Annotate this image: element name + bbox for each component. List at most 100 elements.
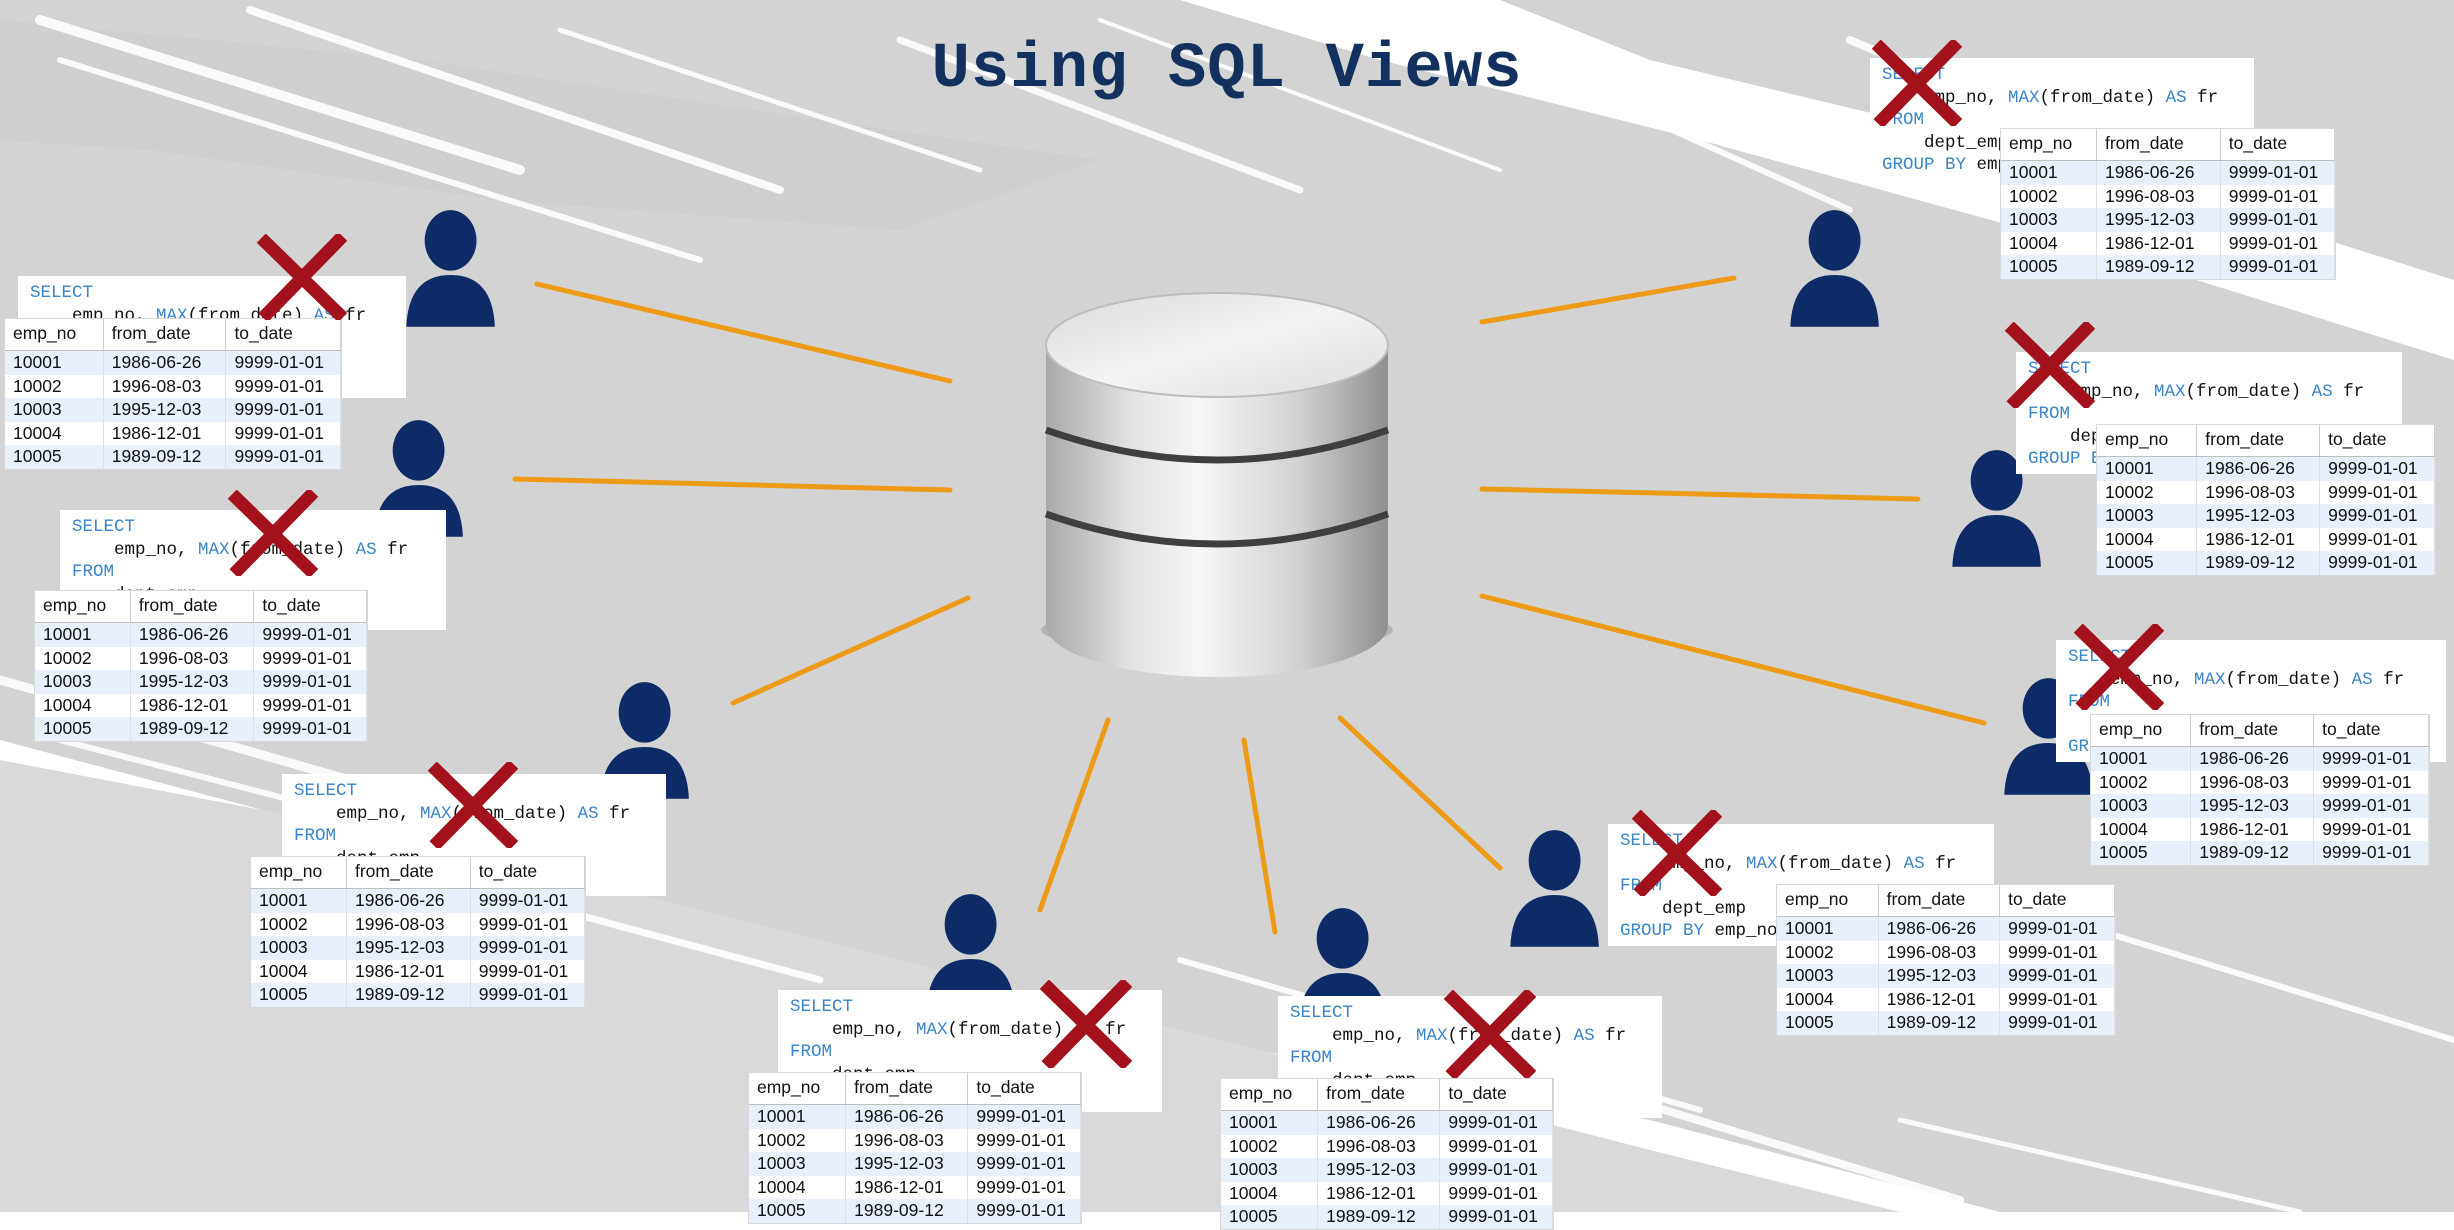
table-cell: 9999-01-01 xyxy=(470,936,586,960)
sql-keyword: AS xyxy=(1573,1025,1595,1046)
column-header: emp_no xyxy=(5,319,104,351)
column-header: to_date xyxy=(967,1073,1081,1105)
table-cell: 9999-01-01 xyxy=(253,646,367,670)
table-cell: 9999-01-01 xyxy=(2220,208,2336,232)
sql-text: fr xyxy=(1094,1019,1127,1040)
table-cell: 1996-08-03 xyxy=(130,646,255,670)
sql-line: SELECT xyxy=(790,996,1152,1019)
sql-line: SELECT xyxy=(1290,1002,1652,1025)
table-cell: 9999-01-01 xyxy=(1999,964,2115,988)
table-cell: 10004 xyxy=(749,1175,847,1199)
table-cell: 10003 xyxy=(1777,964,1879,988)
table-cell: 1995-12-03 xyxy=(1878,964,2001,988)
table-cell: 10003 xyxy=(35,670,131,694)
table-cell: 10002 xyxy=(1777,940,1879,964)
connector-line xyxy=(730,595,971,706)
table-cell: 9999-01-01 xyxy=(2220,255,2336,279)
sql-line: SELECT xyxy=(30,282,396,305)
table-cell: 9999-01-01 xyxy=(2313,817,2429,841)
sql-keyword: FROM xyxy=(790,1042,833,1062)
sql-keyword: SELECT xyxy=(790,997,854,1017)
table-cell: 10003 xyxy=(749,1152,847,1176)
table-cell: 10005 xyxy=(1777,1011,1879,1035)
column-header: to_date xyxy=(470,857,586,889)
connector-line xyxy=(1337,715,1503,871)
sql-keyword: GROUP BY xyxy=(1620,921,1705,941)
table-cell: 10005 xyxy=(35,717,131,741)
sql-keyword: MAX xyxy=(2154,381,2186,402)
table-cell: 10005 xyxy=(1221,1205,1319,1229)
column-header: from_date xyxy=(103,319,227,351)
table-cell: 1986-12-01 xyxy=(130,693,255,717)
sql-line: FROM xyxy=(72,561,436,584)
column-header: from_date xyxy=(346,857,471,889)
sql-text: (from_date) xyxy=(947,1019,1074,1040)
sql-line: FROM xyxy=(1290,1047,1652,1070)
table-cell: 1996-08-03 xyxy=(845,1128,969,1152)
sql-keyword: MAX xyxy=(2008,87,2040,108)
table-cell: 10004 xyxy=(2097,527,2198,551)
table-cell: 1986-06-26 xyxy=(130,622,255,647)
table-cell: 1986-12-01 xyxy=(103,421,227,445)
table-cell: 1986-12-01 xyxy=(1878,987,2001,1011)
table-cell: 1989-09-12 xyxy=(2196,551,2321,575)
sql-text: fr xyxy=(376,539,409,560)
table-cell: 1989-09-12 xyxy=(2096,255,2221,279)
table-cell: 9999-01-01 xyxy=(225,398,341,422)
column-header: emp_no xyxy=(2091,715,2192,747)
table-cell: 9999-01-01 xyxy=(2220,184,2336,208)
sql-line: FROM xyxy=(2028,403,2392,426)
sql-keyword: MAX xyxy=(420,803,452,824)
table-cell: 10001 xyxy=(1777,916,1879,941)
table-cell: 1986-06-26 xyxy=(2196,456,2321,481)
column-header: emp_no xyxy=(1221,1079,1319,1111)
column-header: to_date xyxy=(253,591,367,623)
table-cell: 9999-01-01 xyxy=(967,1128,1081,1152)
table-cell: 9999-01-01 xyxy=(253,622,367,647)
cross-icon xyxy=(256,234,348,320)
sql-keyword: MAX xyxy=(916,1019,948,1040)
sql-text: fr xyxy=(2332,381,2365,402)
table-cell: 9999-01-01 xyxy=(2313,794,2429,818)
sql-keyword: AS xyxy=(1903,853,1925,874)
sql-line: dept_emp xyxy=(1882,132,2244,155)
table-cell: 10001 xyxy=(749,1104,847,1129)
connector-line xyxy=(534,281,953,384)
table-cell: 10003 xyxy=(2091,794,2192,818)
sql-text: fr xyxy=(1924,853,1957,874)
sql-text: fr xyxy=(334,305,367,326)
table-cell: 10003 xyxy=(1221,1158,1319,1182)
connector-lines xyxy=(512,275,1987,935)
table-cell: 10005 xyxy=(749,1199,847,1223)
table-cell: 10005 xyxy=(2091,841,2192,865)
table-cell: 9999-01-01 xyxy=(470,912,586,936)
table-cell: 1986-06-26 xyxy=(346,888,471,913)
table-cell: 10002 xyxy=(5,374,104,398)
table-cell: 1995-12-03 xyxy=(2190,794,2315,818)
table-cell: 1986-06-26 xyxy=(2096,160,2221,185)
sql-keyword: FROM xyxy=(2028,404,2071,424)
connector-line xyxy=(1479,486,1921,502)
table-cell: 10003 xyxy=(251,936,347,960)
table-cell: 1986-06-26 xyxy=(1878,916,2001,941)
sql-line: GROUP BY emp_no xyxy=(1620,920,1984,943)
sql-keyword: SELECT xyxy=(30,283,94,303)
